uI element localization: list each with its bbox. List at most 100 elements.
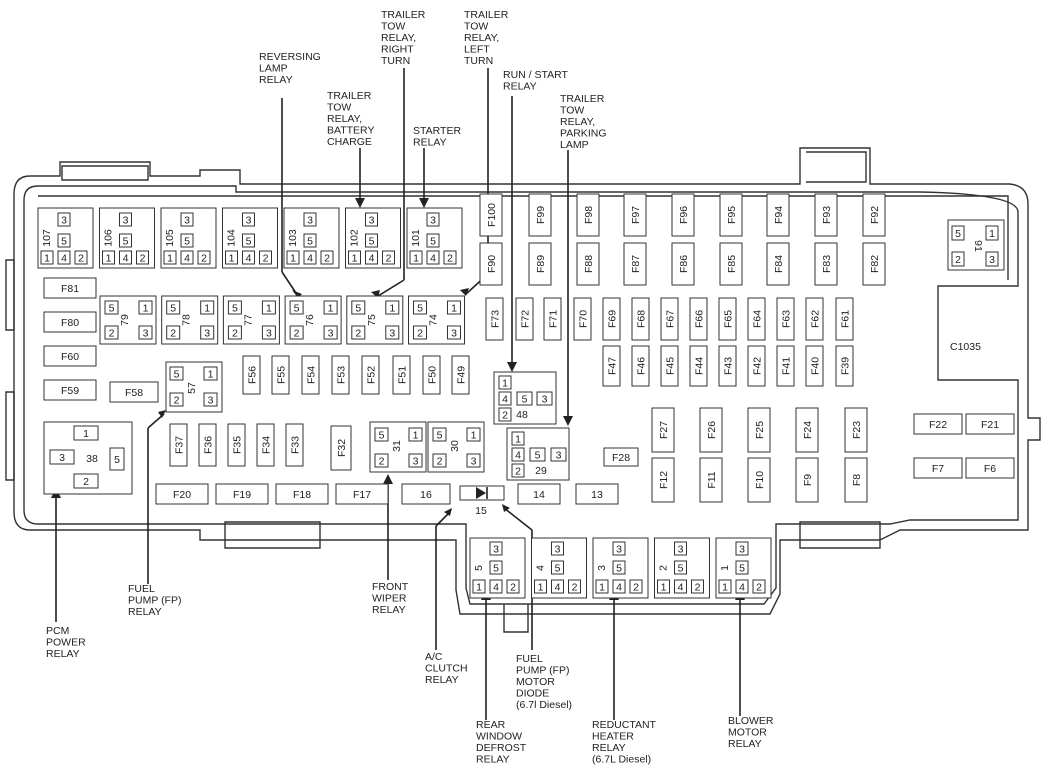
- callout-rear-window-defrost-relay-line: WINDOW: [476, 731, 522, 743]
- fuse-f81-label: F81: [61, 283, 79, 295]
- relay-48-pin-1-label: 1: [502, 378, 508, 390]
- relay-29-pin-3-label: 3: [556, 450, 562, 462]
- fuse-f51-body: [392, 355, 411, 395]
- fuse-f20-label: F20: [173, 489, 191, 501]
- relay-75-pin-2-label: 2: [355, 328, 361, 340]
- relay-106-pin-3: [119, 212, 132, 227]
- fuse-f28: F28: [603, 447, 639, 467]
- callout-ac-clutch-relay-line: RELAY: [425, 674, 459, 686]
- relay-76-pin-1: [323, 300, 338, 315]
- callout-reductant-heater-relay-line: (6.7L Diesel): [592, 754, 651, 766]
- relay-5-pin-2-label: 2: [510, 582, 516, 594]
- fuse-f100-body: [479, 193, 503, 237]
- relay-75-pin-5-label: 5: [355, 303, 361, 315]
- relay-102-pin-2: [382, 250, 395, 265]
- callout-trailer-tow-left-turn-line: TRAILER: [464, 9, 509, 21]
- fuse-f22-label: F22: [929, 419, 947, 431]
- fuse-f11: F11: [699, 457, 723, 503]
- fuse-f90-label: F90: [486, 255, 498, 273]
- relay-106-pin-5: [119, 233, 132, 248]
- relay-101-label: 101: [410, 229, 422, 247]
- callout-run-start-relay-line: RUN / START: [503, 69, 569, 81]
- relay-77-pin-1: [261, 300, 276, 315]
- fuse-f66: F66: [689, 297, 708, 341]
- relay-91-pin-3: [985, 251, 999, 267]
- fuse-f26-body: [699, 407, 723, 453]
- relay-29-pin-2: [511, 463, 525, 478]
- relay-91-pin-3-label: 3: [989, 254, 995, 266]
- relay-29-label: 29: [535, 465, 547, 477]
- fuse-f55-body: [271, 355, 290, 395]
- callout-trailer-tow-battery-charge-line: TRAILER: [327, 90, 372, 102]
- relay-107-pin-1-label: 1: [44, 253, 50, 265]
- relay-106-pin-5-label: 5: [123, 236, 129, 248]
- fuse-f34-body: [256, 423, 275, 467]
- callout-reductant-heater-relay-line: REDUCTANT: [592, 719, 657, 731]
- callout-trailer-tow-left-turn-line: TURN: [464, 55, 493, 67]
- fuse-f90: F90: [479, 242, 503, 286]
- callout-lines: [55, 68, 741, 720]
- fuse-f25-label: F25: [754, 421, 766, 439]
- fuse-f37-body: [169, 423, 188, 467]
- fuse-f72-label: F72: [520, 310, 532, 328]
- relay-31-pin-5-label: 5: [379, 430, 385, 442]
- relay-103-label: 103: [287, 229, 299, 247]
- relay-104-pin-2: [259, 250, 272, 265]
- fuse-f42-label: F42: [752, 357, 764, 375]
- callout-fuel-pump-motor-diode-line: DIODE: [516, 688, 549, 700]
- fuse-f17-body: [335, 483, 389, 505]
- fuse-f66-label: F66: [694, 310, 706, 328]
- relay-106-pin-1-label: 1: [106, 253, 112, 265]
- fuse-f44-body: [689, 345, 708, 387]
- fuse-f62: F62: [805, 297, 824, 341]
- callout-front-wiper-relay-line: FRONT: [372, 581, 409, 593]
- relay-38-pin-2: [73, 473, 99, 489]
- fuse-f32-label: F32: [336, 439, 348, 457]
- fuse-f88-body: [576, 242, 600, 286]
- fuse-f65-label: F65: [723, 310, 735, 328]
- fuse-f60-label: F60: [61, 351, 79, 363]
- callout-trailer-tow-parking-lamp-line: TRAILER: [560, 93, 605, 105]
- relay-105-pin-4-label: 4: [184, 253, 190, 265]
- fuse-f55-label: F55: [276, 366, 288, 384]
- relay-30-pin-2-label: 2: [437, 456, 443, 468]
- fuse-f92: F92: [862, 193, 886, 237]
- fuse-f36-label: F36: [203, 436, 215, 454]
- fuse-f73-label: F73: [490, 310, 502, 328]
- fuse-f63: F63: [776, 297, 795, 341]
- relay-75-pin-1-label: 1: [389, 303, 395, 315]
- relay-76-pin-2: [289, 325, 304, 340]
- fuse-f83: F83: [814, 242, 838, 286]
- relay-107-pin-2: [74, 250, 88, 265]
- relay-2-pin-2-label: 2: [695, 582, 701, 594]
- relay-57-pin-1: [203, 366, 218, 381]
- relay-76-pin-5: [289, 300, 304, 315]
- relay-3-pin-3-label: 3: [616, 544, 622, 556]
- relay-91-pin-1: [985, 225, 999, 241]
- relay-29-pin-4: [511, 447, 525, 462]
- relay-38-pin-3: [49, 449, 75, 465]
- relay-102-pin-5: [365, 233, 378, 248]
- fuse-f21-body: [965, 413, 1015, 435]
- fuse-f69-body: [602, 297, 621, 341]
- fuse-f65-body: [718, 297, 737, 341]
- cartridge-fuse-16-body: [401, 483, 451, 505]
- relay-30-pin-2: [432, 453, 447, 468]
- callout-trailer-tow-parking-lamp-line: RELAY,: [560, 116, 595, 128]
- relay-75-pin-3: [385, 325, 400, 340]
- relay-103-pin-1-label: 1: [290, 253, 296, 265]
- relay-2-pin-3-label: 3: [678, 544, 684, 556]
- fuse-f44: F44: [689, 345, 708, 387]
- relay-74-pin-1-label: 1: [451, 303, 457, 315]
- relay-104-pin-2-label: 2: [263, 253, 269, 265]
- fuse-f89: F89: [528, 242, 552, 286]
- relay-30-pin-1: [466, 427, 481, 442]
- callout-rear-window-defrost-relay-line: DEFROST: [476, 742, 527, 754]
